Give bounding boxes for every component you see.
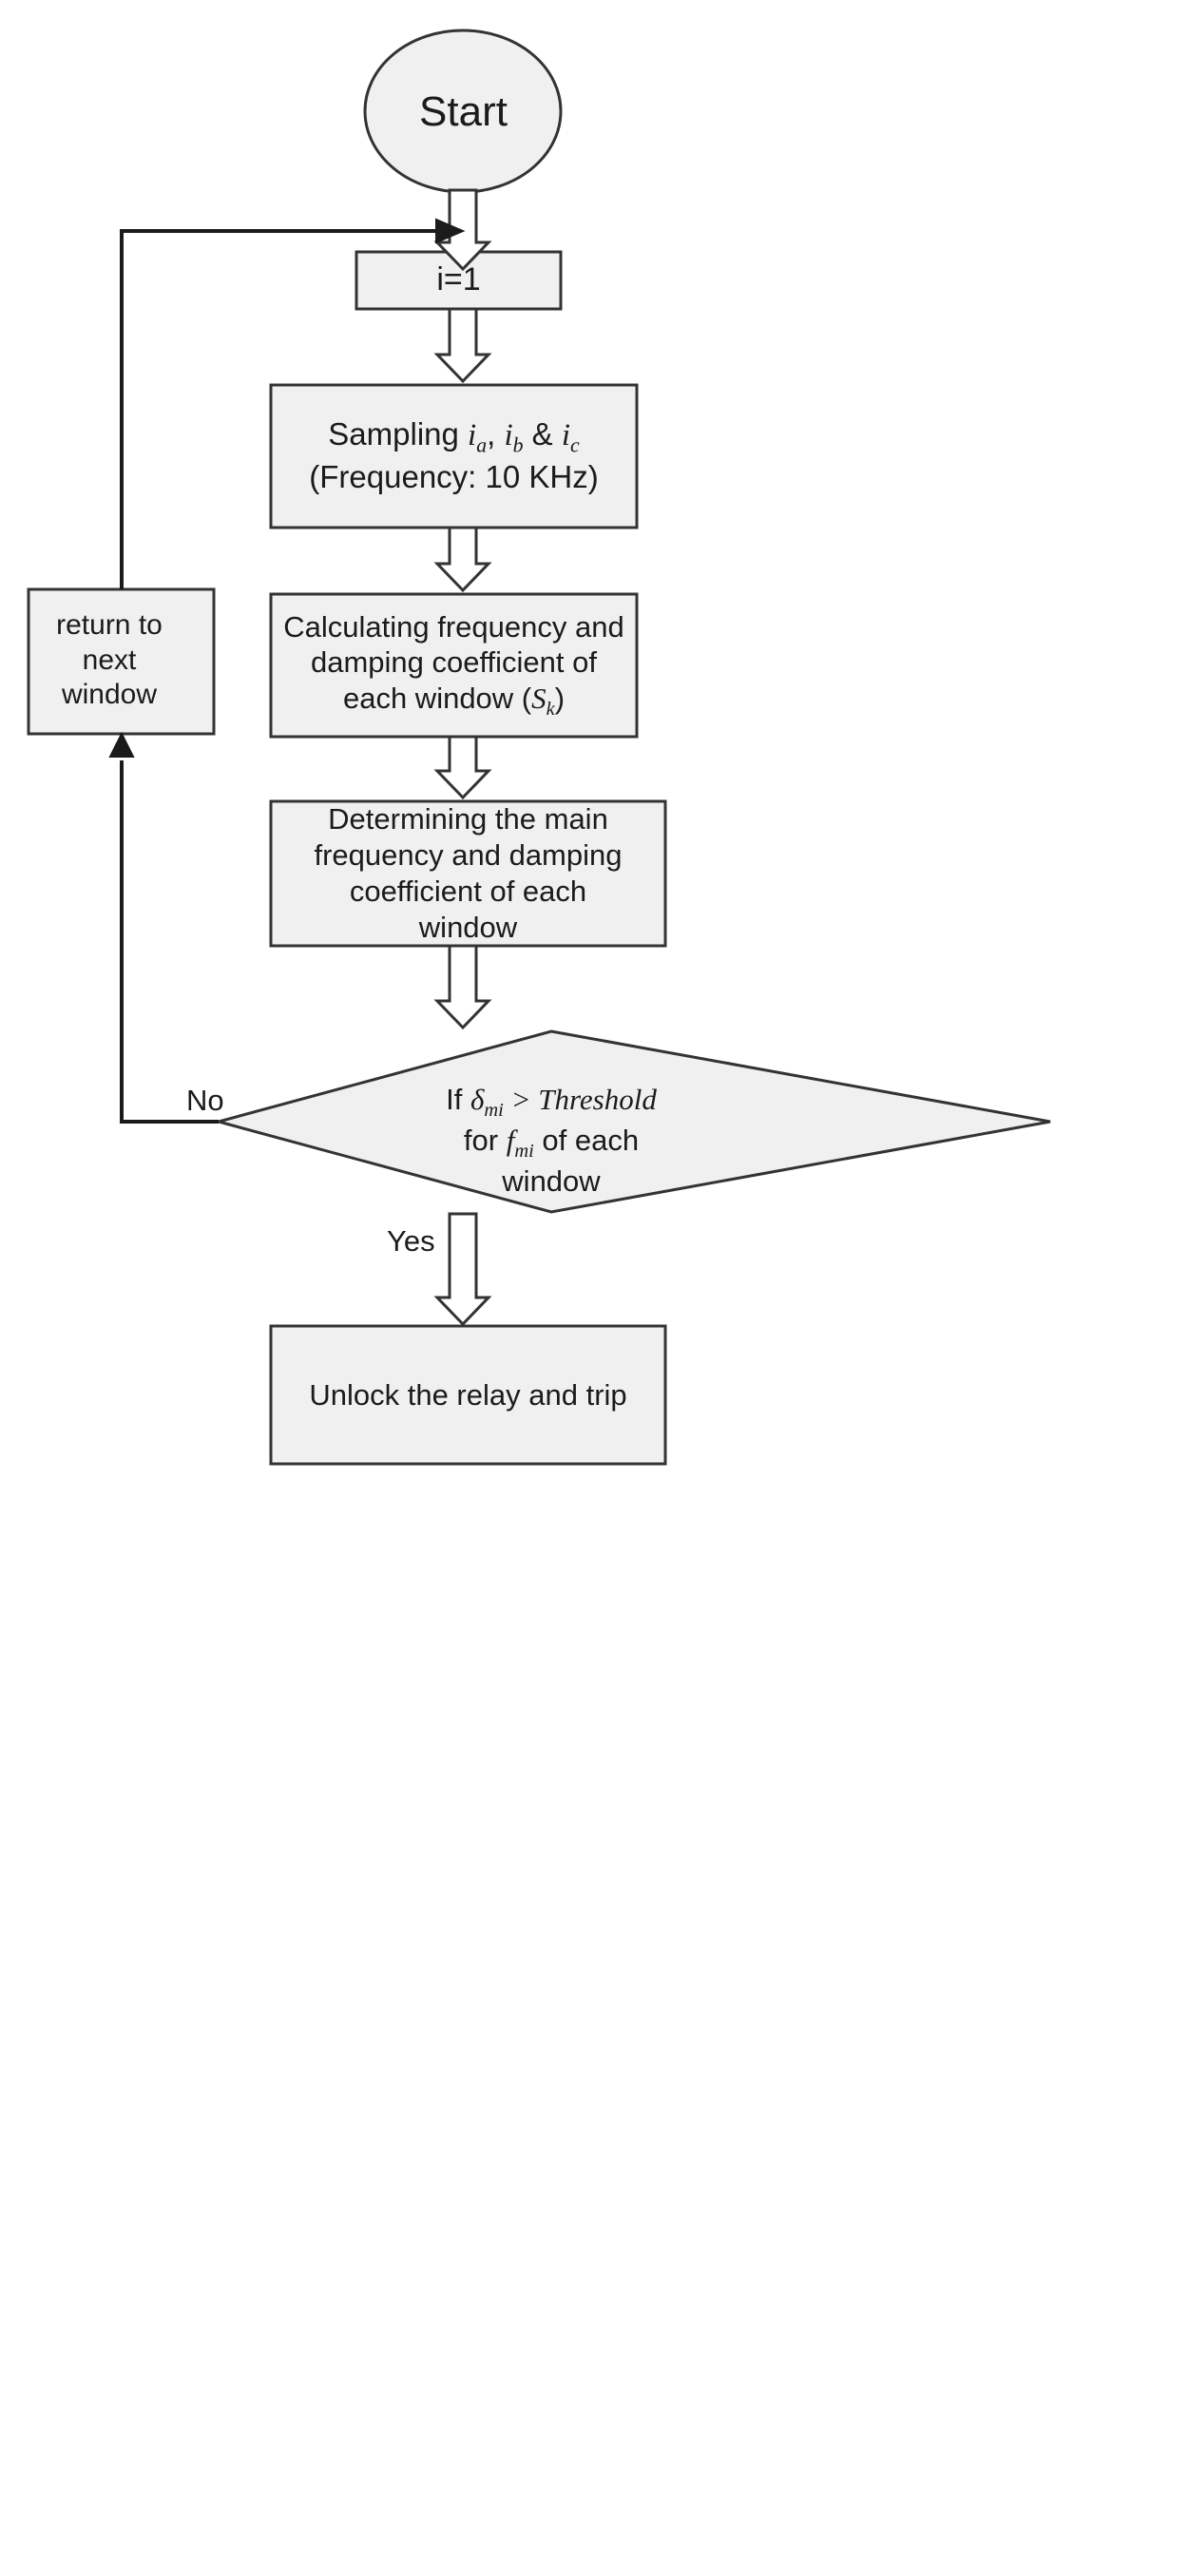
arrow-determining-to-decision [433,944,492,1030]
arrow-start-to-init [433,188,492,272]
edge-no-branch-line [120,760,219,1124]
arrow-init-to-sampling [433,307,492,384]
edge-label-no: No [186,1084,224,1117]
node-return-next-shape[interactable] [27,587,216,736]
arrow-decision-yes-to-unlock [433,1212,492,1327]
node-calculating-shape[interactable] [269,592,639,739]
node-decision-shape[interactable] [213,1029,1051,1214]
edge-return-to-init-line [120,229,440,589]
node-start-shape[interactable] [363,29,563,194]
node-determining-shape[interactable] [269,799,667,948]
arrow-sampling-to-calculating [433,526,492,593]
arrowhead-into-return-box [108,731,135,758]
edge-label-yes: Yes [387,1224,435,1258]
node-sampling-shape[interactable] [269,383,639,529]
node-unlock-shape[interactable] [269,1324,667,1466]
arrowhead-into-init [435,218,466,244]
arrow-calculating-to-determining [433,735,492,800]
